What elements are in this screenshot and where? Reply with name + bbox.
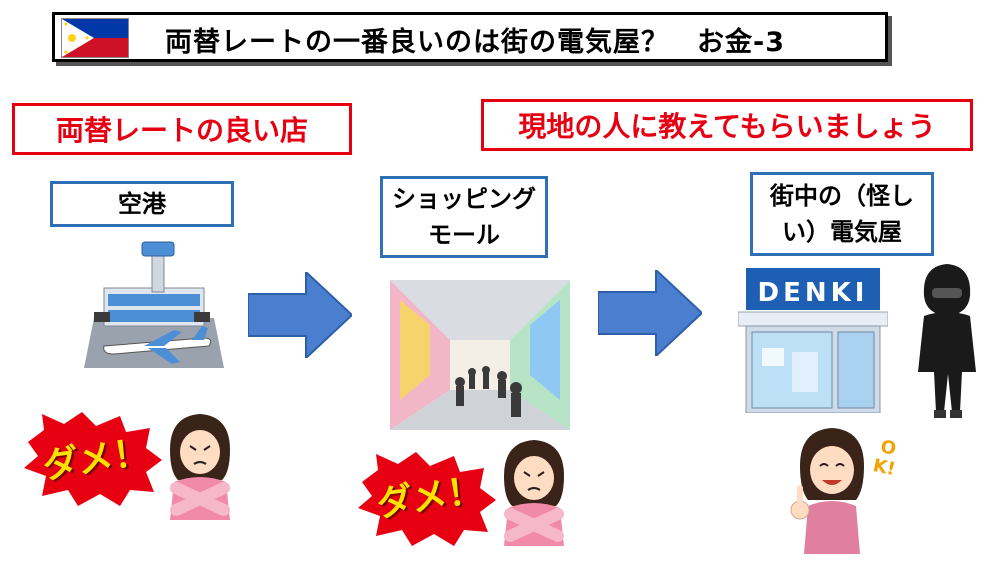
page-title: 両替レートの一番良いのは街の電気屋？ お金-3	[165, 27, 785, 58]
label-airport-text: 空港	[118, 190, 166, 218]
label-mall-line1: ショッピング	[392, 185, 536, 213]
suspicious-man-illustration	[918, 264, 976, 418]
arrow-right-icon	[598, 270, 702, 356]
electric-shop-illustration	[738, 268, 888, 413]
burst-stamp-icon	[358, 452, 496, 546]
woman-ng-illustration	[504, 440, 564, 546]
title-bar: 両替レートの一番良いのは街の電気屋？ お金-3	[52, 12, 888, 62]
label-shop-line1: 街中の（怪し	[770, 182, 914, 210]
airport-illustration	[84, 241, 224, 368]
burst-stamp-icon	[24, 412, 162, 506]
shopping-mall-illustration	[390, 280, 570, 430]
label-airport: 空港	[50, 181, 234, 227]
callout-ask-locals: 現地の人に教えてもらいましょう	[481, 99, 973, 151]
shop-sign: DENKI	[757, 278, 869, 308]
label-mall-line2: モール	[428, 221, 500, 249]
label-electric-shop: 街中の（怪し い）電気屋	[750, 172, 934, 256]
philippines-flag-icon	[61, 18, 129, 58]
label-shopping-mall: ショッピング モール	[380, 176, 548, 258]
label-shop-line2: い）電気屋	[782, 218, 902, 246]
woman-ok-illustration	[790, 428, 864, 554]
arrow-right-icon	[248, 272, 352, 358]
woman-ng-illustration	[170, 414, 230, 520]
callout-good-rate-shop: 両替レートの良い店	[12, 103, 352, 155]
